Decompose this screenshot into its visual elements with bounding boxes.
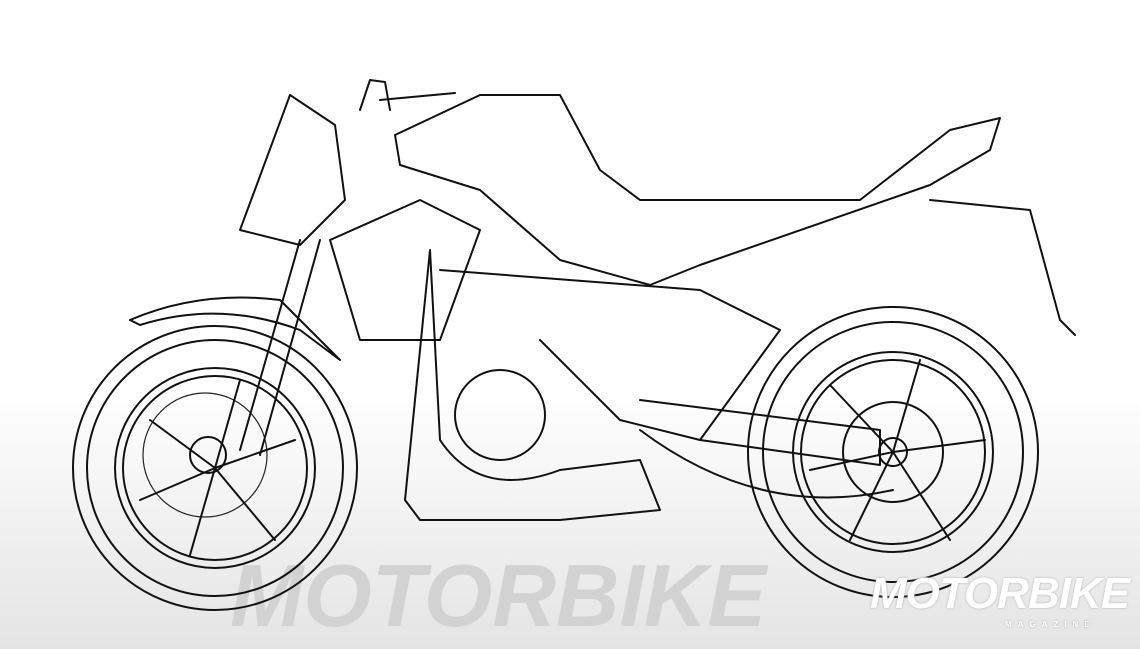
body-outline (129, 79, 1076, 521)
front-wheel (72, 325, 358, 611)
magazine-logo-subtext: MAGAZINE (1005, 620, 1096, 629)
magazine-logo: MOTORBIKE (870, 569, 1130, 618)
